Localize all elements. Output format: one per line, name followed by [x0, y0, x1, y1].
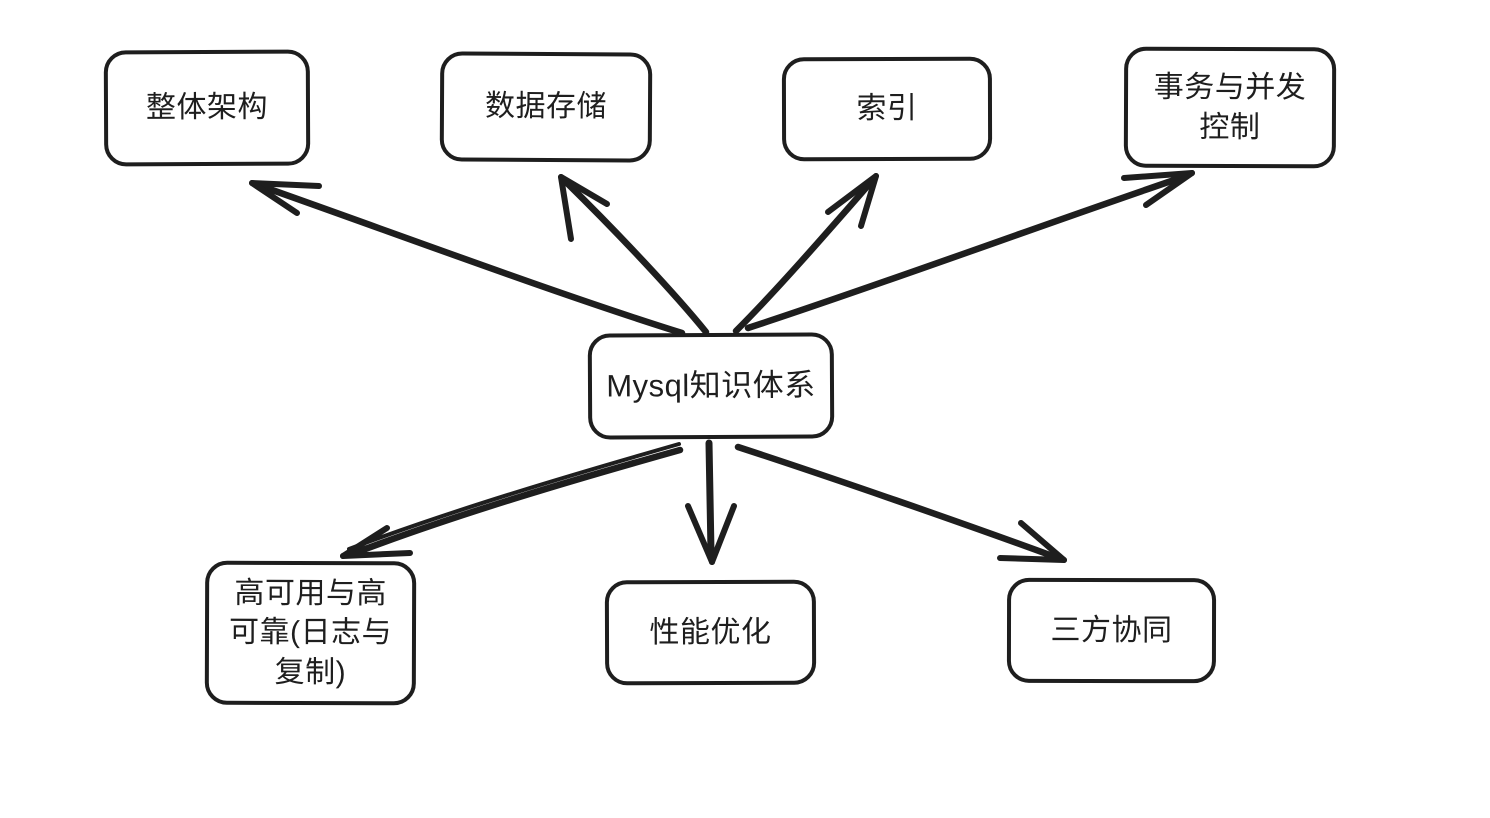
edge-root-to-storage — [558, 174, 710, 336]
node-collaboration[interactable]: 三方协同 — [1006, 577, 1217, 684]
node-label: Mysql知识体系 — [606, 366, 816, 404]
node-label: 索引 — [856, 92, 918, 126]
node-index[interactable]: 索引 — [781, 56, 993, 162]
node-label: 三方协同 — [1050, 613, 1173, 647]
node-availability[interactable]: 高可用与高 可靠(日志与 复制) — [204, 560, 417, 706]
node-architecture[interactable]: 整体架构 — [103, 49, 311, 167]
node-label: 高可用与高 可靠(日志与 复制) — [228, 576, 393, 689]
edge-root-to-architecture — [249, 180, 686, 337]
node-label: 数据存储 — [484, 89, 608, 124]
edge-root-to-performance — [685, 439, 737, 565]
edge-root-to-collaboration — [734, 443, 1067, 563]
edge-root-to-transaction — [744, 170, 1195, 332]
edge-root-to-availability — [340, 442, 684, 559]
node-label: 整体架构 — [145, 90, 269, 125]
node-performance[interactable]: 性能优化 — [604, 579, 817, 686]
node-storage[interactable]: 数据存储 — [439, 51, 653, 163]
edge-root-to-index — [732, 173, 879, 335]
node-transaction[interactable]: 事务与并发 控制 — [1123, 46, 1337, 169]
node-label: 事务与并发 控制 — [1153, 70, 1307, 144]
node-label: 性能优化 — [649, 615, 772, 649]
node-root[interactable]: Mysql知识体系 — [587, 332, 835, 440]
